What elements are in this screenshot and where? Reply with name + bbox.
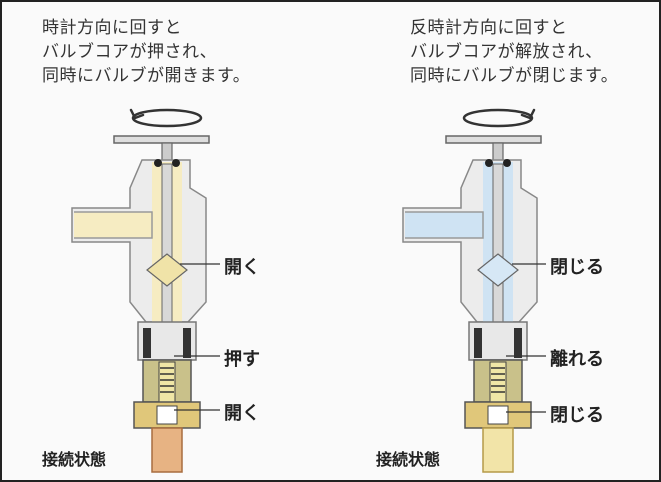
fitting-tube	[482, 427, 514, 473]
caption-line-3: 同時にバルブが開きます。	[42, 66, 251, 86]
caption-line-1: 反時計方向に回すと	[410, 18, 568, 38]
collar-band	[474, 328, 482, 358]
panel-clockwise: 時計方向に回すと バルブコアが押され、 同時にバルブが開きます。	[2, 2, 332, 480]
footer-label: 接続状態	[376, 450, 441, 469]
spring-icon	[160, 367, 174, 393]
panel-counterclockwise: 反時計方向に回すと バルブコアが解放され、 同時にバルブが閉じます。	[332, 2, 661, 480]
valve-stem	[161, 142, 173, 162]
label-bottom: 開く	[224, 403, 260, 424]
valve-diagram-closed	[402, 108, 546, 473]
valve-seat	[477, 253, 519, 287]
valve-stem	[492, 142, 504, 162]
label-top: 開く	[224, 257, 260, 278]
label-top: 閉じる	[550, 257, 604, 278]
o-ring	[485, 159, 493, 167]
collar-band	[183, 328, 191, 358]
valve-diagram-open	[71, 108, 220, 473]
leader-lines	[506, 263, 546, 413]
counterclockwise-arrow-icon	[462, 108, 536, 128]
spring-icon	[491, 367, 505, 393]
valve-body	[71, 159, 207, 323]
valve-handle	[113, 135, 210, 144]
o-ring	[154, 159, 162, 167]
caption-clockwise: 時計方向に回すと バルブコアが押され、 同時にバルブが開きます。	[42, 16, 250, 88]
side-pipe	[74, 211, 153, 239]
collar-band	[143, 328, 151, 358]
fitting-core	[487, 405, 509, 425]
valve-seat	[146, 253, 188, 287]
label-middle: 離れる	[550, 349, 604, 370]
clockwise-arrow-icon	[129, 108, 203, 128]
caption-line-3: 同時にバルブが閉じます。	[410, 66, 619, 86]
caption-line-2: バルブコアが押され、	[42, 42, 218, 62]
caption-line-2: バルブコアが解放され、	[410, 42, 603, 62]
caption-line-1: 時計方向に回すと	[42, 18, 182, 38]
label-middle: 押す	[224, 349, 260, 370]
valve-body	[402, 159, 538, 323]
copper-tube	[151, 427, 183, 473]
o-ring	[503, 159, 511, 167]
o-ring	[172, 159, 180, 167]
fitting-core	[156, 405, 178, 425]
label-bottom: 閉じる	[550, 405, 604, 426]
valve-handle	[445, 135, 542, 144]
footer-label: 接続状態	[42, 450, 107, 469]
collar-band	[514, 328, 522, 358]
caption-counterclockwise: 反時計方向に回すと バルブコアが解放され、 同時にバルブが閉じます。	[410, 16, 618, 88]
side-pipe	[405, 211, 484, 239]
leader-lines	[174, 263, 220, 411]
